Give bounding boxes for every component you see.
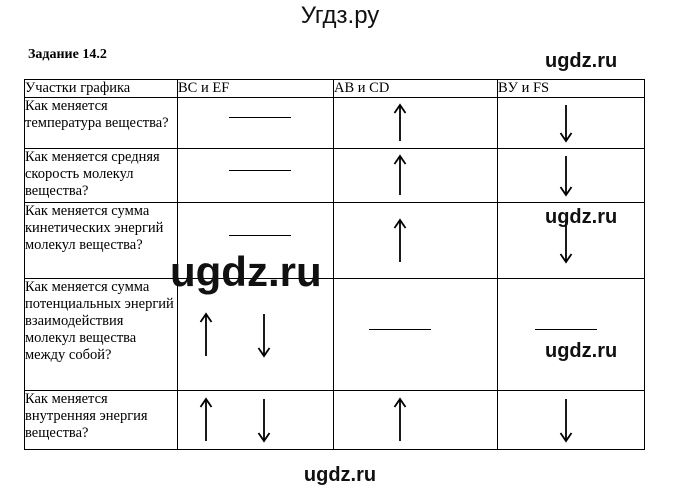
answer-cell xyxy=(333,390,498,450)
table-row: Как меняется внутренняя энергия вещества… xyxy=(24,390,645,450)
arrow-up-icon xyxy=(199,397,213,441)
arrow-up-icon xyxy=(393,154,407,195)
arrow-down-icon xyxy=(257,399,271,443)
arrow-down-icon xyxy=(257,313,271,358)
table-row: Как меняется сумма потенциальных энергий… xyxy=(24,278,645,391)
question-cell: Как меняется средняя скорость молекул ве… xyxy=(24,148,178,203)
header-bc-ef: BC и EF xyxy=(177,79,334,98)
arrow-up-icon xyxy=(393,103,407,141)
arrow-up-icon xyxy=(393,217,407,262)
watermark-bottom: ugdz.ru xyxy=(303,464,377,486)
arrow-down-icon xyxy=(559,219,573,264)
answer-cell xyxy=(497,148,645,203)
dash-icon xyxy=(229,170,291,171)
site-title: Угдз.ру xyxy=(300,2,380,29)
question-cell: Как меняется температура вещества? xyxy=(24,97,178,149)
dash-icon xyxy=(229,117,291,118)
watermark-top: ugdz.ru xyxy=(545,50,618,72)
answer-cell xyxy=(177,278,334,391)
arrow-down-icon xyxy=(559,156,573,197)
arrow-up-icon xyxy=(393,397,407,441)
answer-cell xyxy=(333,148,498,203)
table-row: Как меняется средняя скорость молекул ве… xyxy=(24,148,645,203)
table-row: Как меняется сумма кинетических энергий … xyxy=(24,202,645,279)
arrow-down-icon xyxy=(559,399,573,443)
arrow-down-icon xyxy=(559,105,573,143)
answer-cell xyxy=(497,278,645,391)
watermark-middle: ugdz.ru xyxy=(545,206,618,228)
header-bu-fs: BУ и FS xyxy=(497,79,645,98)
watermark-large: ugdz.ru xyxy=(170,248,322,295)
dash-icon xyxy=(535,329,597,330)
header-ab-cd: AB и CD xyxy=(333,79,498,98)
answer-cell xyxy=(333,278,498,391)
answer-table: Участки графика BC и EF AB и CD BУ и FS … xyxy=(24,79,645,450)
question-cell: Как меняется сумма потенциальных энергий… xyxy=(24,278,178,391)
task-title: Задание 14.2 xyxy=(28,47,107,62)
answer-cell xyxy=(497,97,645,149)
watermark-lower: ugdz.ru xyxy=(545,340,618,362)
answer-cell xyxy=(177,390,334,450)
dash-icon xyxy=(229,235,291,236)
arrow-up-icon xyxy=(199,311,213,356)
answer-cell xyxy=(333,202,498,279)
header-row: Участки графика BC и EF AB и CD BУ и FS xyxy=(24,79,645,98)
answer-cell xyxy=(497,202,645,279)
table-row: Как меняется температура вещества? xyxy=(24,97,645,149)
answer-cell xyxy=(177,148,334,203)
dash-icon xyxy=(369,329,431,330)
header-sections: Участки графика xyxy=(24,79,178,98)
question-cell: Как меняется сумма кинетических энергий … xyxy=(24,202,178,279)
answer-cell xyxy=(177,97,334,149)
answer-cell xyxy=(497,390,645,450)
question-cell: Как меняется внутренняя энергия вещества… xyxy=(24,390,178,450)
answer-cell xyxy=(333,97,498,149)
